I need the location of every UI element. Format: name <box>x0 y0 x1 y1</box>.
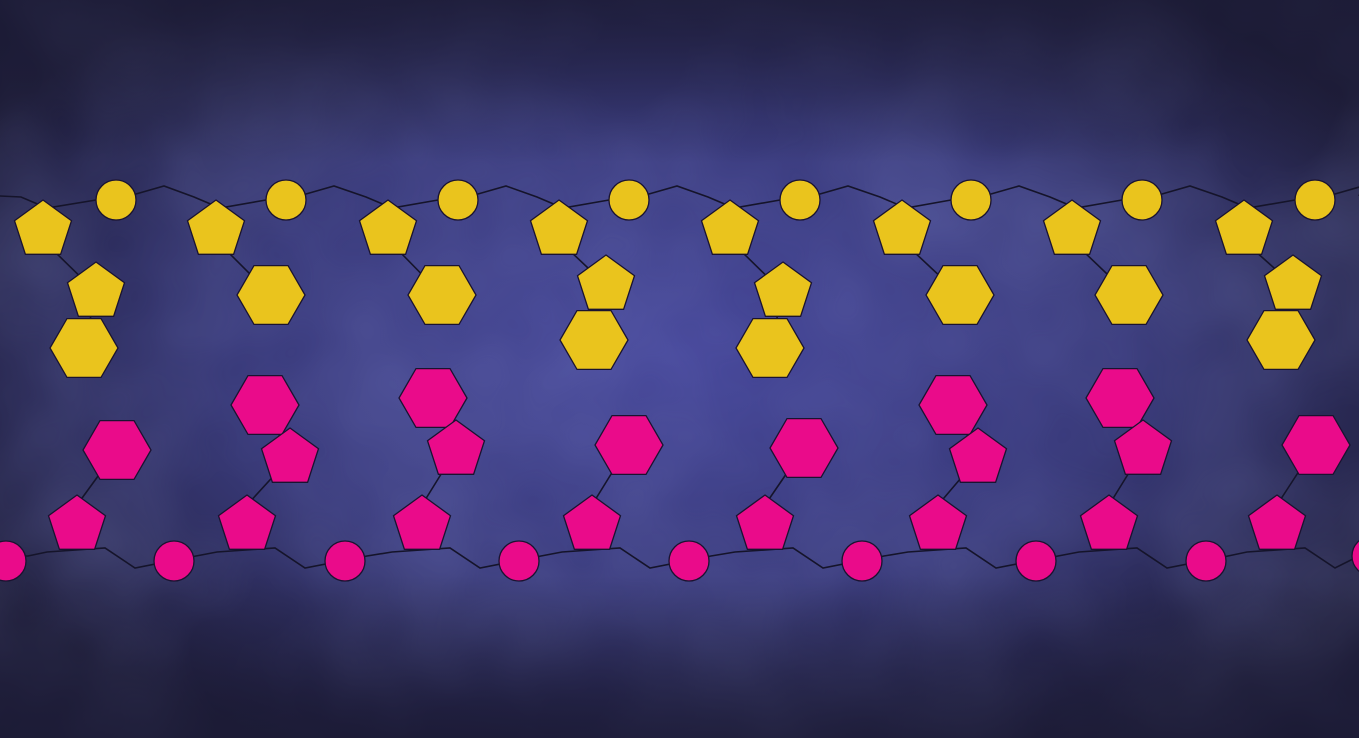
bottom-hexagon-1 <box>82 419 152 481</box>
bottom-middle-pentagon-7 <box>1113 419 1173 475</box>
bottom-hexagon-5 <box>769 417 839 479</box>
top-hexagon-5 <box>735 317 805 379</box>
bottom-backbone-circle-1 <box>0 540 27 582</box>
bottom-backbone-circle-7 <box>1015 540 1057 582</box>
top-backbone-circle-8 <box>1294 179 1336 221</box>
top-pentagon-6 <box>872 199 932 255</box>
bottom-pentagon-5 <box>735 494 795 550</box>
top-middle-pentagon-5 <box>753 261 813 317</box>
top-hexagon-6 <box>925 264 995 326</box>
bottom-pentagon-3 <box>392 494 452 550</box>
bottom-backbone-circle-4 <box>498 540 540 582</box>
top-backbone-circle-3 <box>437 179 479 221</box>
top-middle-pentagon-4 <box>576 254 636 310</box>
bottom-hexagon-4 <box>594 414 664 476</box>
top-pentagon-5 <box>700 199 760 255</box>
top-backbone-circle-4 <box>608 179 650 221</box>
top-hexagon-1 <box>49 317 119 379</box>
top-backbone-circle-1 <box>95 179 137 221</box>
top-backbone-circle-5 <box>779 179 821 221</box>
top-pentagon-3 <box>358 199 418 255</box>
top-backbone-circle-7 <box>1121 179 1163 221</box>
bottom-backbone-circle-8 <box>1185 540 1227 582</box>
top-backbone-circle-6 <box>950 179 992 221</box>
top-pentagon-7 <box>1042 199 1102 255</box>
bottom-pentagon-6 <box>908 494 968 550</box>
bottom-pentagon-2 <box>217 494 277 550</box>
bottom-pentagon-4 <box>562 494 622 550</box>
top-pentagon-2 <box>186 199 246 255</box>
bottom-middle-pentagon-6 <box>948 427 1008 483</box>
bottom-pentagon-7 <box>1079 494 1139 550</box>
bottom-middle-pentagon-3 <box>426 419 486 475</box>
top-hexagon-3 <box>407 264 477 326</box>
bottom-middle-pentagon-2 <box>260 427 320 483</box>
top-hexagon-8 <box>1246 309 1316 371</box>
bottom-strand <box>0 367 1359 582</box>
bottom-pentagon-8 <box>1247 494 1307 550</box>
top-pentagon-4 <box>529 199 589 255</box>
top-pentagon-8 <box>1214 199 1274 255</box>
top-strand <box>13 179 1336 379</box>
bottom-backbone-circle-6 <box>841 540 883 582</box>
top-hexagon-2 <box>236 264 306 326</box>
bottom-backbone-circle-5 <box>668 540 710 582</box>
top-backbone-circle-2 <box>265 179 307 221</box>
bottom-hexagon-8 <box>1281 414 1351 476</box>
top-pentagon-1 <box>13 199 73 255</box>
bottom-pentagon-1 <box>47 494 107 550</box>
bottom-backbone-circle-2 <box>153 540 195 582</box>
bottom-backbone-circle-edge <box>1351 539 1359 573</box>
top-middle-pentagon-1 <box>66 261 126 317</box>
top-hexagon-4 <box>559 309 629 371</box>
top-middle-pentagon-8 <box>1263 254 1323 310</box>
bottom-backbone-circle-3 <box>324 540 366 582</box>
top-hexagon-7 <box>1094 264 1164 326</box>
